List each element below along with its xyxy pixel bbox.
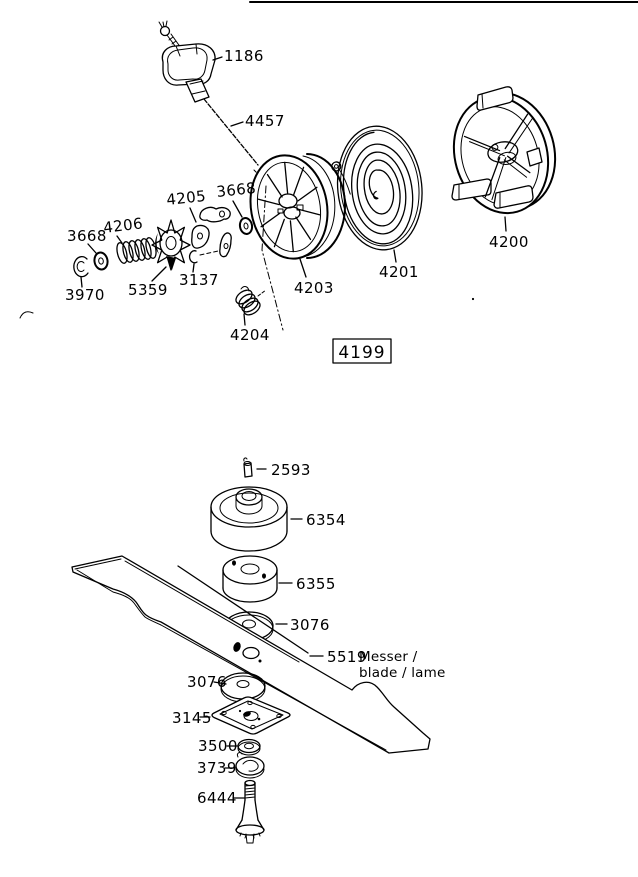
assembly-axis-dashdot <box>261 185 284 331</box>
cam-5359-drawing <box>151 219 191 271</box>
pin-2593-drawing <box>243 457 253 478</box>
adapter-6355-drawing <box>222 555 278 603</box>
label-washer-upper: 3076 <box>290 616 330 634</box>
circlip-3970-drawing <box>73 256 89 278</box>
blade-centre-parts-drawing <box>233 642 262 663</box>
label-pin: 2593 <box>271 461 311 479</box>
label-plate: 3145 <box>172 709 212 727</box>
label-washer-lower: 3076 <box>187 673 227 691</box>
label-blade: 5519 <box>327 648 367 666</box>
spring-4206-drawing <box>116 237 157 264</box>
label-spring-coil: 4206 <box>102 214 144 237</box>
label-recoil-spring: 4201 <box>379 263 419 281</box>
label-clip: 3137 <box>179 271 219 289</box>
label-pulley: 4203 <box>294 279 334 297</box>
label-pawl: 4205 <box>166 187 207 209</box>
label-washer-b: 3668 <box>67 227 107 245</box>
washer-3668-right-drawing <box>238 217 254 235</box>
blade-note-line1: Messer / <box>359 649 418 665</box>
blade-note-line2: blade / lame <box>359 665 445 681</box>
clip-3137-drawing <box>188 250 219 264</box>
recoil-spring-drawing <box>331 125 423 251</box>
pawl-4205-drawing <box>191 206 232 258</box>
rope-pulley-drawing <box>249 153 346 260</box>
plate-3145-drawing <box>211 696 291 735</box>
washer-3500-drawing <box>237 738 261 756</box>
blade-drawing <box>71 555 431 754</box>
label-lock-washer: 3739 <box>197 759 237 777</box>
label-drum: 6354 <box>306 511 346 529</box>
starter-housing-drawing <box>451 86 557 215</box>
stray-dot-mark <box>471 297 475 301</box>
label-washer-small: 3500 <box>198 737 238 755</box>
leader-lines-top <box>80 56 507 326</box>
bolt-6444-drawing <box>235 779 265 844</box>
stray-arc-mark <box>19 311 34 319</box>
drum-6354-drawing <box>210 486 288 552</box>
washer-3668-left-drawing <box>93 251 109 271</box>
label-cam: 5359 <box>128 281 168 299</box>
label-washer-a: 3668 <box>216 179 257 201</box>
label-adapter: 6355 <box>296 575 336 593</box>
washer-3076-lower-drawing <box>220 672 266 703</box>
label-circlip: 3970 <box>65 286 105 304</box>
starter-handle-drawing <box>158 20 216 103</box>
lock-washer-3739-drawing <box>235 752 265 779</box>
leader-lines-bottom <box>177 468 324 799</box>
return-spring-4204-drawing <box>235 286 267 316</box>
label-return-spring: 4204 <box>230 326 270 344</box>
label-bolt: 6444 <box>197 789 237 807</box>
group-number-label: 4199 <box>338 343 385 363</box>
label-rope: 4457 <box>245 112 285 130</box>
label-handle: 1186 <box>224 47 264 65</box>
group-number-box: 4199 <box>332 338 392 364</box>
label-housing: 4200 <box>489 233 529 251</box>
